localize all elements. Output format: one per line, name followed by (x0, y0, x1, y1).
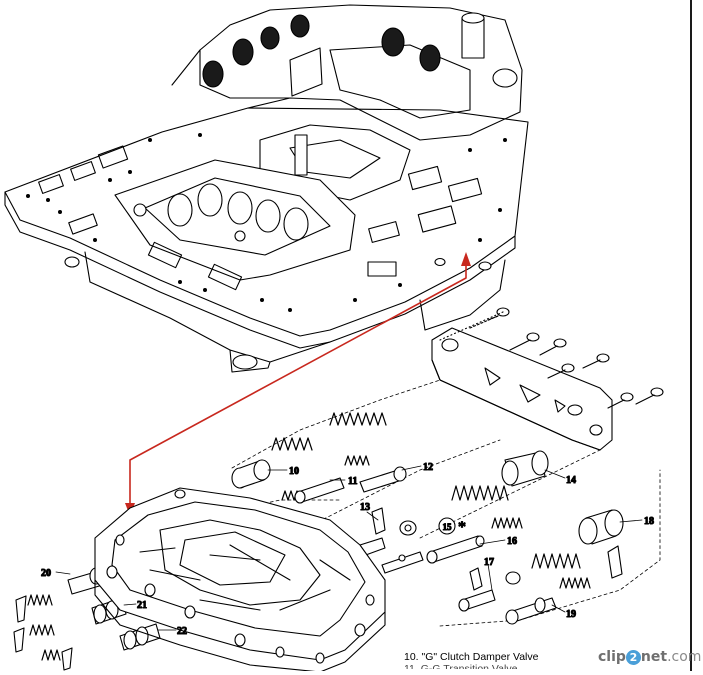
springs (27, 412, 591, 661)
lower-valve-body (94, 487, 386, 671)
callout-14: 14 (566, 475, 576, 486)
callout-10: 10 (289, 466, 299, 477)
upper-valve-body-assembly (4, 4, 529, 373)
callout-leaders (55, 465, 643, 631)
callout-13: 13 (360, 502, 370, 513)
callout-22: 22 (177, 626, 187, 637)
callout-labels: 10 11 12 13 14 15 16 17 18 19 20 21 22 (40, 461, 654, 637)
callout-21: 21 (137, 600, 147, 611)
parts-legend: 10. "G" Clutch Damper Valve 11. G-G Tran… (404, 651, 538, 675)
arrowhead-top (461, 252, 471, 266)
asterisk-mark: * (458, 519, 466, 536)
callout-16: 16 (507, 536, 517, 547)
retainer-screws (439, 307, 664, 409)
watermark-brand-b: net (640, 649, 668, 665)
callout-15: 15 (443, 522, 453, 532)
callout-11: 11 (348, 476, 357, 487)
watermark-brand-a: clip (598, 649, 626, 665)
watermark-mark: 2 (625, 650, 641, 665)
legend-line-10: 10. "G" Clutch Damper Valve (404, 651, 539, 663)
callout-17: 17 (484, 557, 494, 568)
callout-19: 19 (566, 609, 576, 620)
callout-18: 18 (644, 516, 654, 527)
valve-retainer-plate (431, 327, 613, 451)
watermark-tld: .com (667, 649, 702, 665)
page-rule (690, 0, 692, 671)
assembly-arrow (129, 263, 467, 507)
callout-12: 12 (423, 462, 433, 473)
callout-20: 20 (41, 568, 51, 579)
legend-line-11: 11. G-G Transition Valve (404, 663, 518, 675)
